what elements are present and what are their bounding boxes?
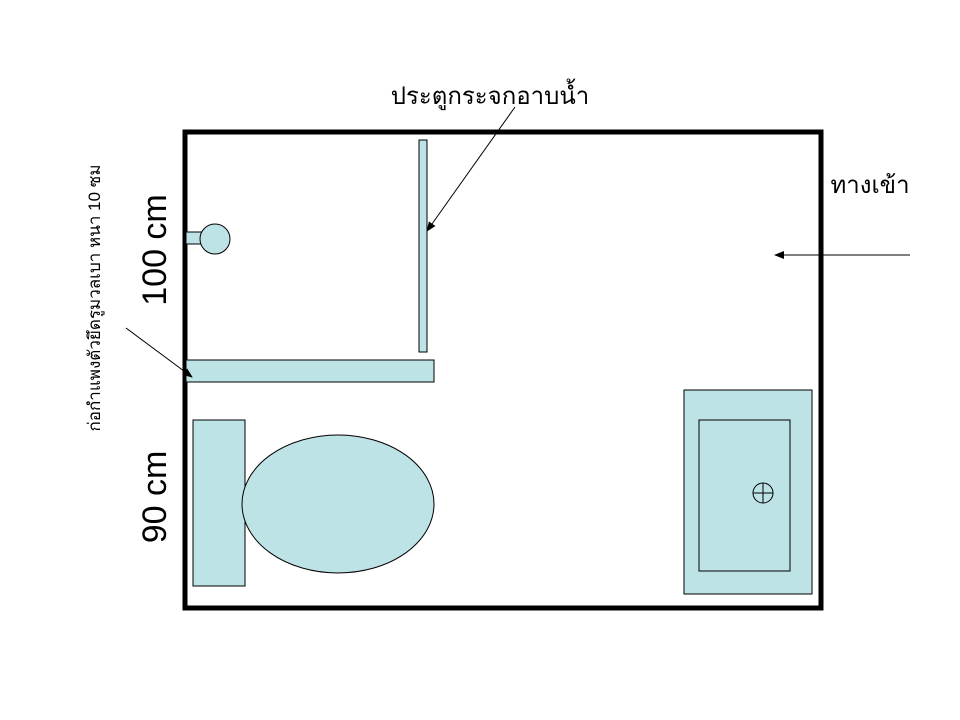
glass-shower-door bbox=[418, 139, 428, 353]
dimension-bottom-label: 90 cm bbox=[136, 451, 174, 544]
glass-door-leader-arrow bbox=[426, 106, 516, 232]
sink-drain-icon bbox=[752, 482, 774, 504]
dimension-top-label: 100 cm bbox=[136, 194, 174, 306]
wall-note-label: ก่อกำแพงตัวยึดรูมวลเบา หนา 10 ซม bbox=[85, 164, 105, 431]
entrance-label: ทางเข้า bbox=[830, 171, 909, 199]
glass-door-label: ประตูกระจกอาบน้ำ bbox=[391, 78, 590, 111]
sink-basin bbox=[698, 419, 791, 572]
shower-head bbox=[199, 223, 231, 255]
wall-note-leader-arrow bbox=[125, 327, 193, 378]
partition-wall bbox=[185, 359, 435, 383]
toilet-bowl bbox=[241, 434, 435, 574]
toilet-tank bbox=[192, 419, 246, 587]
